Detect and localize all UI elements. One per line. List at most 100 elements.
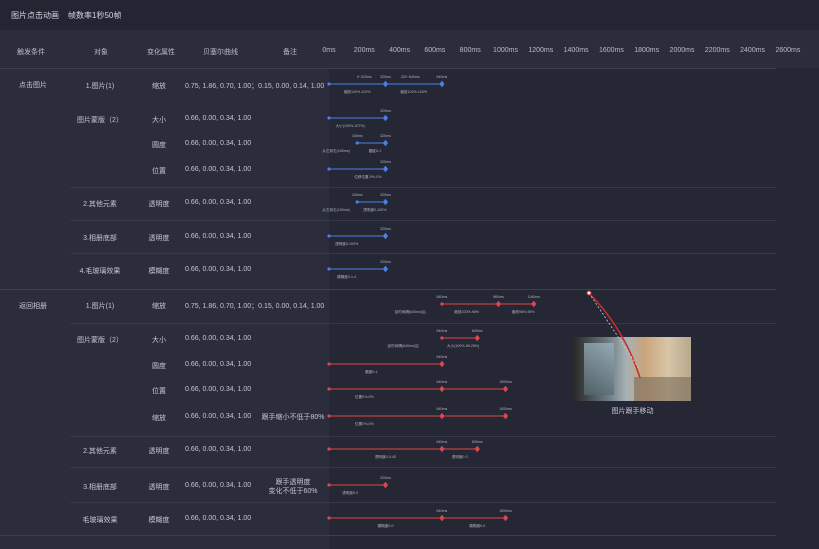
segment-label: 缩放102%-100% [400,89,428,94]
row-property: 缩放 [152,83,166,90]
keyframe-diamond [382,114,389,122]
segment-label: 位置0%-0% [355,394,375,399]
keyframe-time-label: 640ms [437,355,448,359]
keyframe-diamond [531,300,537,308]
row-remark: 跟手缩小不低于80% [261,414,325,421]
row-bezier: 0.66, 0.00, 0.34, 1.00 [185,386,252,393]
tick-label: 400ms [389,47,411,54]
trigger-label: 点击图片 [19,82,47,89]
tick-label: 0ms [322,47,336,54]
row-object: 2.其他元素 [83,448,117,455]
keyframe-time-label: 1000ms [499,407,512,411]
start-dot [355,200,359,204]
row-property: 大小 [152,337,166,344]
keyframe-time-label: 320ms [380,476,391,480]
start-dot [327,387,331,391]
row-object: 4.毛玻璃效果 [79,268,121,275]
segment-label: 延时间隔(640ms)后 [388,343,420,348]
segment-label: 大小(100%-107%) [336,123,365,128]
row-bezier: 0.66, 0.00, 0.34, 1.00 [185,361,252,368]
keyframe-diamond [382,265,389,273]
row-property: 透明度 [148,201,170,208]
segment-label: 延时间隔(640ms)后 [395,309,427,314]
keyframe-diamond [382,165,389,173]
row-object: 2.其他元素 [83,201,117,208]
keyframe-time-label: 640ms [437,407,448,411]
segment-label: 透明度0-100% [363,207,387,212]
keyframe-diamond [502,412,509,420]
row-divider [70,253,776,254]
keyframe-time-label: 640ms [437,380,448,384]
trigger-label: 返回相册 [19,303,47,310]
row-remark: 跟手透明度变化不低于60% [268,478,318,495]
segment-label: 缩放100%-102% [344,89,372,94]
gesture-start-dot [586,290,592,296]
keyframe-diamond [502,514,509,522]
keyframe-diamond [439,445,445,453]
keyframe-time-label: 320ms [380,109,391,113]
row-bezier: 0.66, 0.00, 0.34, 1.00 [185,413,252,420]
row-bezier: 0.66, 0.00, 0.34, 1.00 [185,335,252,342]
keyframe-diamond [439,514,445,522]
row-object: 1.图片(1) [85,303,115,310]
keyframe-diamond [382,232,389,240]
keyframe-diamond [502,385,509,393]
preview-image [574,337,691,401]
start-dot [327,362,331,366]
keyframe-time-label: 160ms [352,193,363,197]
row-property: 圆度 [152,142,166,149]
keyframe-time-label: 640ms [437,440,448,444]
start-dot [327,82,331,86]
preview-caption: 图片跟手移动 [611,408,654,415]
tick-label: 2600ms [775,47,801,54]
tick-label: 1600ms [598,47,624,54]
row-property: 透明度 [148,484,170,491]
row-divider [70,467,776,468]
row-property: 位置 [152,388,166,395]
row-property: 缩放 [152,303,166,310]
header-bezier: 贝塞尔曲线 [203,49,238,56]
row-object: 图片蒙版（2） [77,337,123,344]
segment-label: 模糊度0-1-4 [337,274,356,279]
start-dot [355,141,359,145]
row-object: 3.相册底部 [83,484,117,491]
row-divider [70,502,776,503]
keyframe-time-label: 840ms [472,329,483,333]
row-property: 大小 [152,117,166,124]
tick-label: 1000ms [493,47,518,54]
keyframe-time-label: 320ms [380,75,391,79]
start-dot [327,116,331,120]
segment-label: 圆度0-1 [365,369,377,374]
row-divider [70,220,776,221]
tick-label: 2200ms [704,47,730,54]
start-dot [327,234,331,238]
start-dot [327,167,331,171]
keyframe-time-label: 0~320ms [357,75,372,79]
segment-label: 缩放100%-98% [454,309,480,314]
header-property: 变化属性 [147,49,175,56]
row-divider [70,323,776,324]
keyframe-time-label: 320~640ms [401,75,420,79]
keyframe-time-label: 320ms [380,134,391,138]
tick-label: 2000ms [669,47,695,54]
keyframe-diamond [382,481,389,489]
group-divider [0,535,776,536]
start-dot [327,447,331,451]
keyframe-diamond [474,445,480,453]
segment-label: 模糊度0-0 [469,523,485,528]
keyframe-time-label: 640ms [437,329,448,333]
row-bezier: 0.66, 0.00, 0.34, 1.00 [185,515,252,522]
tick-label: 1400ms [563,47,589,54]
segment-label: 位置0%-0% [355,421,375,426]
keyframe-time-label: 960ms [493,295,504,299]
keyframe-time-label: 320ms [380,160,391,164]
keyframe-diamond [439,412,445,420]
keyframe-time-label: 1160ms [527,295,540,299]
segment-label: 透明度0-0-40 [375,454,396,459]
keyframe-time-label: 640ms [437,509,448,513]
start-dot [440,302,444,306]
tick-label: 1200ms [528,47,554,54]
keyframe-diamond [382,139,389,147]
